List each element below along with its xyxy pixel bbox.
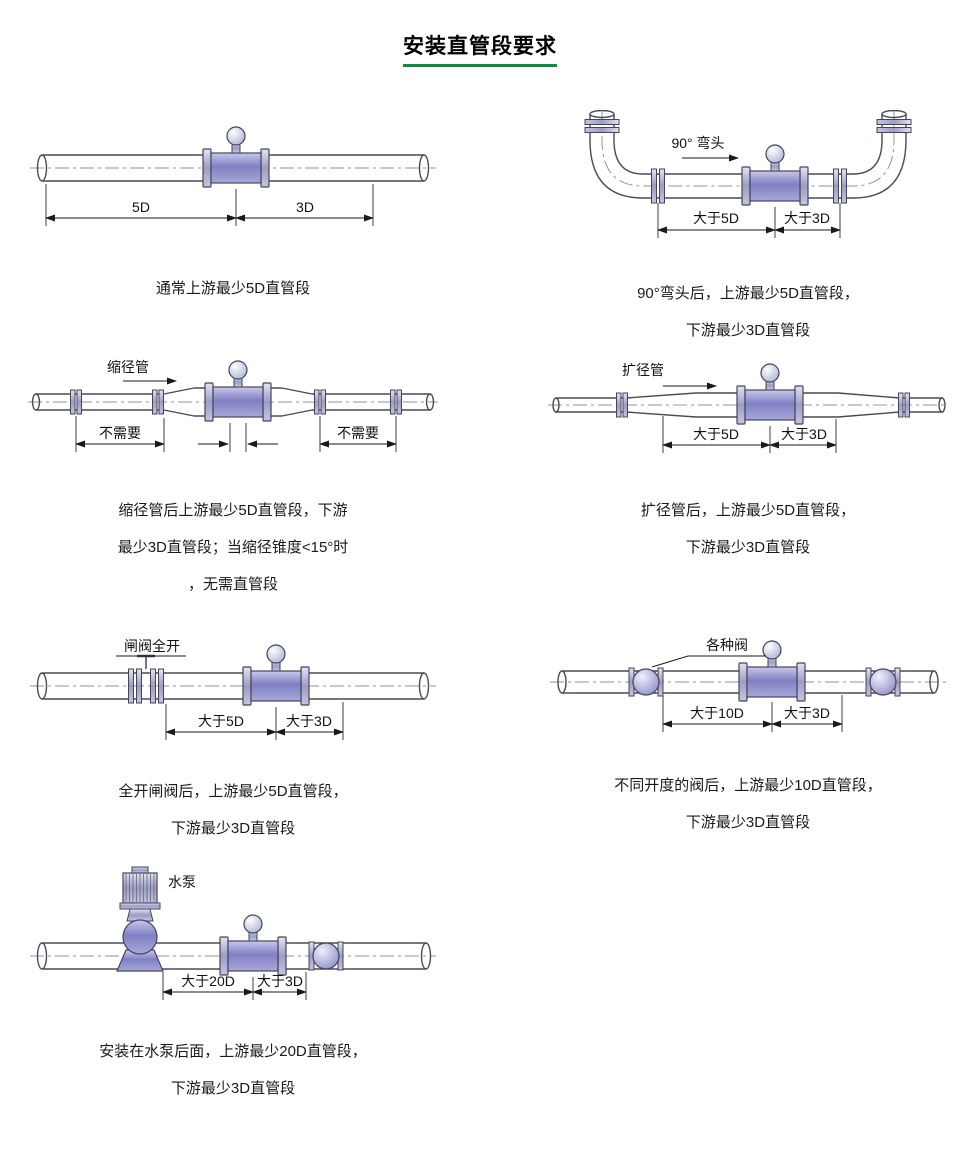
caption-line: 安装在水泵后面，上游最少20D直管段， [99,1043,367,1060]
pipe [30,672,436,700]
dim-upstream-label: 大于5D [198,713,244,729]
caption-line: 下游最少3D直管段 [685,539,811,556]
valve-icon [628,667,664,697]
caption-line: 不同开度的阀后，上游最少10D直管段， [614,777,882,794]
diagram-straight-pipe: 5D 3D 通常上游最少5D直管段 [28,124,438,307]
diagram-reducer: 缩径管 不需要 不需要 缩径管后上游最少5D直管段，下游 最少3D直管段；当缩径… [28,358,438,603]
caption-line: 90°弯头后，上游最少5D直管段， [637,285,859,302]
dimensions: 大于5D 大于3D [165,702,344,740]
flow-meter-icon [741,144,809,206]
caption-line: 通常上游最少5D直管段 [155,280,311,297]
elbow-drawing: 90° 弯头 大于5D 大于3D [584,109,912,238]
expander-drawing: 扩径管 大于5D 大于3D [548,362,948,453]
gate-valve-label: 闸阀全开 [124,638,180,654]
caption-line: 全开闸阀后，上游最少5D直管段， [118,783,348,800]
dim-right-label: 不需要 [337,425,379,441]
dim-downstream-label: 大于3D [784,705,830,721]
diagram-expander: 扩径管 大于5D 大于3D 扩径管后，上游最少5D直管段， 下游最少3D直管段 [548,361,948,566]
dim-left-label: 不需要 [99,425,141,441]
dimensions: 5D 3D [45,184,374,226]
dimensions: 大于10D 大于3D [662,695,843,732]
flow-meter-icon [204,360,272,422]
dimensions: 大于5D 大于3D [662,416,837,453]
page-title: 安装直管段要求 [403,30,557,67]
label-leader-line [651,655,766,668]
diagram-elbow: 90° 弯头 大于5D 大于3D 90°弯头后，上游最少5D直管段， 下游最少3… [548,109,948,349]
valve-icon [308,941,344,971]
caption-line: 扩径管后，上游最少5D直管段， [640,502,856,519]
straight-pipe-drawing: 5D 3D [30,126,436,226]
flow-meter-icon [736,363,804,425]
caption-line: 下游最少3D直管段 [685,814,811,831]
dim-upstream-label: 大于5D [693,210,739,226]
flow-meter-icon [738,640,806,702]
dimensions: 大于20D 大于3D [162,972,307,1000]
dim-upstream-label: 大于20D [181,973,235,989]
dim-upstream-label: 5D [132,199,150,215]
caption-line: 缩径管后上游最少5D直管段，下游 [118,502,348,519]
dim-downstream-label: 大于3D [781,426,827,442]
reducer-label: 缩径管 [107,359,149,375]
diagram-various-valves: 各种阀 大于10D 大于3D 不同开度的阀后，上游最少10D直管段， 下游最少3… [548,634,948,841]
pump-label: 水泵 [168,874,196,890]
flange-pair-icon [616,392,628,418]
flow-meter-icon [242,644,310,706]
dim-upstream-label: 大于5D [693,426,739,442]
gate-valve-drawing: 闸阀全开 大于5D 大于3D [30,638,436,740]
valves-label: 各种阀 [706,637,748,653]
dimensions: 大于5D 大于3D [657,203,841,238]
pump-drawing: 水泵 大于20D 大于3D [30,866,436,1000]
dim-downstream-label: 3D [296,199,314,215]
pump-icon [116,866,164,972]
gate-valve-icon [129,656,164,703]
caption-line: 下游最少3D直管段 [685,322,811,339]
flow-meter-icon [219,914,287,976]
valve-icon [865,667,901,697]
caption-line: 下游最少3D直管段 [170,820,296,837]
flow-meter-icon [202,126,270,188]
various-valves-drawing: 各种阀 大于10D 大于3D [550,637,946,732]
caption-line: 最少3D直管段；当缩径锥度<15°时 [117,539,349,556]
dim-downstream-label: 大于3D [286,713,332,729]
dim-downstream-label: 大于3D [784,210,830,226]
dimensions: 不需要 不需要 [75,416,397,452]
caption-line: ，无需直管段 [187,576,278,593]
caption-line: 下游最少3D直管段 [170,1080,296,1097]
diagram-gate-valve: 闸阀全开 大于5D 大于3D 全开闸阀后，上游最少5D直管段， 下游最少3D直管… [28,636,438,847]
expander-label: 扩径管 [622,362,664,378]
elbow-label: 90° 弯头 [671,135,724,151]
dim-downstream-label: 大于3D [257,973,303,989]
reducer-drawing: 缩径管 不需要 不需要 [28,359,438,452]
dim-upstream-label: 大于10D [690,705,744,721]
diagram-pump: 水泵 大于20D 大于3D 安装在水泵后面，上游最少20D直管段， 下游最少3D… [28,860,438,1107]
